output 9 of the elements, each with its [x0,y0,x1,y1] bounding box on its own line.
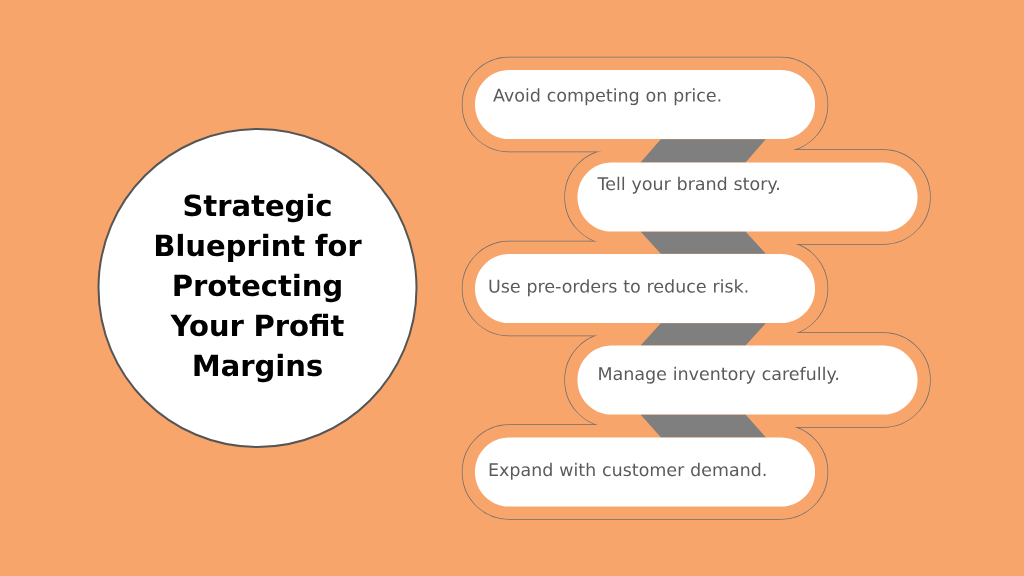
step-pill: Use pre-orders to reduce risk. [475,254,815,323]
step-pill: Expand with customer demand. [475,437,815,507]
step-pill: Tell your brand story. [577,162,918,232]
connector-band [640,414,766,438]
step-pill: Manage inventory carefully. [577,345,918,415]
connector-band [640,139,766,163]
step-pill: Avoid competing on price. [475,70,815,139]
connector-band [640,323,766,346]
connector-band [640,231,766,254]
